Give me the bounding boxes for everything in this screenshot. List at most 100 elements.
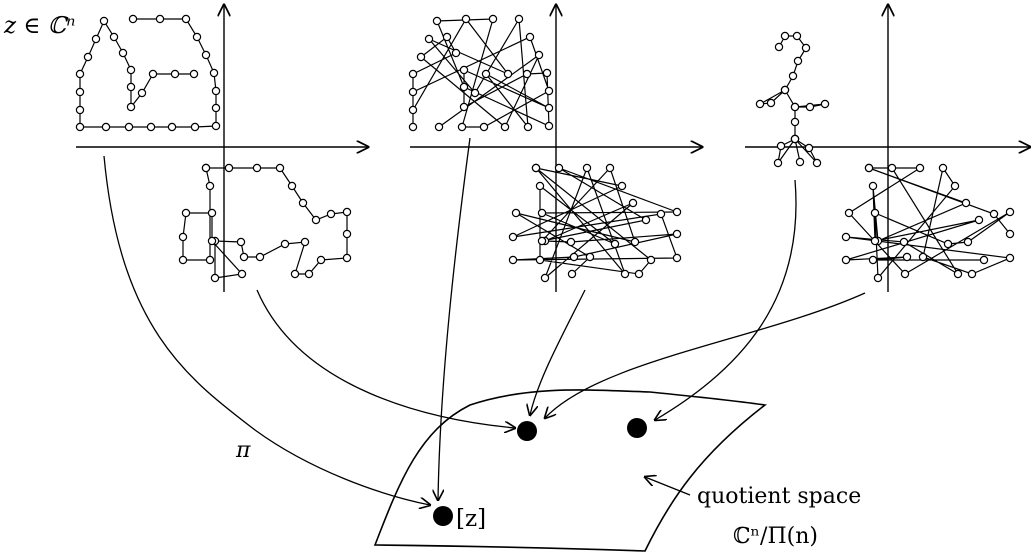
arrow-scrambled-car-to-center	[530, 289, 586, 415]
car-scrambled-vertex	[569, 252, 579, 262]
car-vertex	[205, 181, 215, 191]
car-scrambled-2-vertex	[979, 255, 989, 265]
house-vertex	[146, 122, 156, 132]
house-vertex	[75, 122, 85, 132]
label-pi: π	[235, 438, 251, 463]
car-vertex	[205, 255, 215, 265]
car-scrambled-2-vertex	[989, 209, 999, 219]
house-scrambled-vertex	[479, 122, 489, 132]
house-scrambled-vertex	[408, 105, 418, 115]
quotient-point-z	[433, 506, 453, 526]
car-scrambled-vertex	[540, 273, 550, 283]
stick-figure-vertex	[805, 102, 815, 112]
stick-figure-vertex	[773, 158, 783, 168]
house-vertex	[75, 87, 85, 97]
car-vertex	[255, 252, 265, 262]
car-scrambled-2-vertex	[864, 163, 874, 173]
car-scrambled-2-vertex	[870, 208, 880, 218]
house-vertex	[209, 68, 219, 78]
house-scrambled-vertex	[523, 122, 533, 132]
stick-figure-vertex	[755, 99, 765, 109]
house-vertex	[91, 34, 101, 44]
car-vertex	[252, 163, 262, 173]
stick-figure-vertex	[793, 56, 803, 66]
polyline-house-scrambled	[408, 14, 554, 132]
car-scrambled-vertex	[582, 163, 592, 173]
label-quotient-space: quotient space	[697, 484, 861, 509]
house-scrambled-vertex	[442, 32, 452, 42]
polyline-house	[75, 14, 221, 132]
house-scrambled-vertex	[459, 82, 469, 92]
house-vertex	[211, 86, 221, 96]
car-vertex	[181, 208, 191, 218]
house-scrambled-vertex	[488, 14, 498, 24]
car-scrambled-vertex	[617, 181, 627, 191]
projection-arrows	[103, 137, 866, 505]
polyline-car-scrambled	[508, 163, 682, 283]
axes-panel-2	[410, 5, 702, 292]
car-scrambled-2-vertex	[974, 215, 984, 225]
house-vertex	[99, 16, 109, 26]
car-scrambled-2-vertex	[961, 198, 971, 208]
house-scrambled-vertex	[503, 69, 513, 79]
quotient-point-right	[627, 418, 647, 438]
house-vertex	[126, 82, 136, 92]
house-scrambled-vertex	[459, 65, 469, 75]
quotient-surface	[373, 389, 767, 552]
house-scrambled-vertex	[461, 14, 471, 24]
car-scrambled-vertex	[554, 163, 564, 173]
stick-figure-vertex	[790, 102, 800, 112]
stick-figure-vertex	[820, 99, 830, 109]
car-scrambled-vertex	[567, 269, 577, 279]
car-scrambled-2-vertex	[1005, 207, 1015, 217]
car-scrambled-vertex	[628, 198, 638, 208]
car-scrambled-vertex	[535, 181, 545, 191]
car-scrambled-vertex	[672, 229, 682, 239]
stick-figure-vertex	[780, 31, 790, 41]
car-vertex	[237, 269, 247, 279]
car-vertex	[300, 237, 310, 247]
arrow-scrambled-car2-to-center	[545, 292, 866, 418]
car-scrambled-2-vertex	[887, 163, 897, 173]
arrow-house-to-z	[103, 155, 430, 505]
house-scrambled-vertex	[500, 122, 510, 132]
car-scrambled-2-vertex	[870, 236, 880, 246]
house-scrambled-vertex	[544, 121, 554, 131]
car-vertex	[178, 232, 188, 242]
house-scrambled-vertex	[525, 32, 535, 42]
house-vertex	[167, 122, 177, 132]
arrow-label-quotient	[645, 477, 691, 496]
house-scrambled-vertex	[434, 122, 444, 132]
house-vertex	[170, 69, 180, 79]
stick-figure-vertex	[774, 42, 784, 52]
house-scrambled-vertex	[451, 48, 461, 58]
car-vertex	[342, 253, 352, 263]
house-scrambled-vertex	[459, 102, 469, 112]
arrow-scrambled-house-to-z	[438, 137, 471, 500]
house-scrambled-vertex	[534, 50, 544, 60]
car-scrambled-vertex	[605, 163, 615, 173]
car-vertex	[290, 269, 300, 279]
car-vertex	[236, 237, 246, 247]
house-scrambled-vertex	[408, 87, 418, 97]
car-vertex	[207, 208, 217, 218]
house-vertex	[75, 69, 85, 79]
car-vertex	[342, 229, 352, 239]
car-scrambled-vertex	[610, 239, 620, 249]
stick-figure-vertex	[795, 157, 805, 167]
car-scrambled-2-vertex	[841, 255, 851, 265]
stick-figure-vertex	[788, 71, 798, 81]
car-scrambled-vertex	[511, 208, 521, 218]
house-scrambled-vertex	[408, 122, 418, 132]
car-scrambled-2-vertex	[963, 237, 973, 247]
house-scrambled-vertex	[424, 34, 434, 44]
polyline-car-scrambled-2	[841, 163, 1015, 283]
label-quotient-formula: ℂⁿ/Π(n)	[733, 524, 818, 549]
car-scrambled-vertex	[646, 255, 656, 265]
car-scrambled-2-edges	[845, 166, 1013, 280]
car-scrambled-2-vertex	[953, 269, 963, 279]
car-scrambled-2-vertex	[943, 239, 953, 249]
house-vertex	[201, 50, 211, 60]
car-scrambled-2-vertex	[950, 181, 960, 191]
